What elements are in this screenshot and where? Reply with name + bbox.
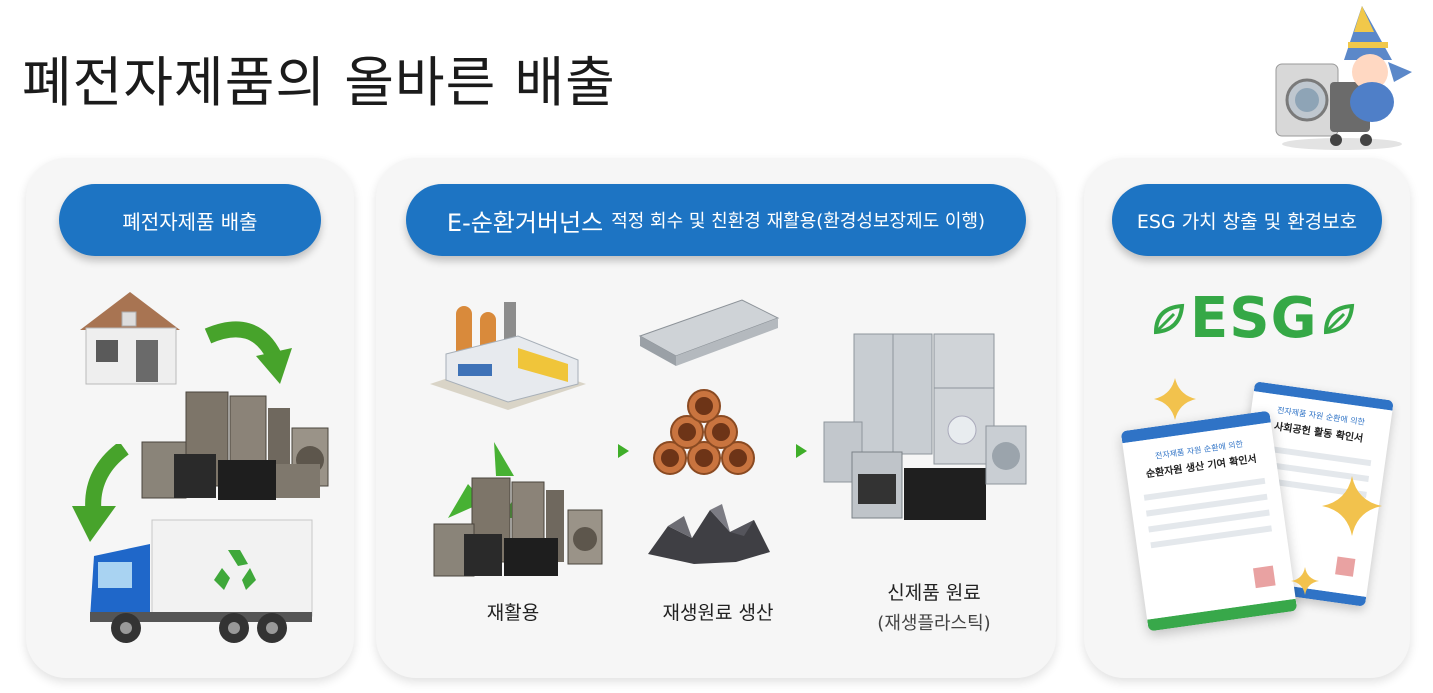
page-title: 폐전자제품의 올바른 배출 <box>22 38 616 117</box>
scrap-icon <box>644 496 774 566</box>
leaf-icon <box>1152 302 1186 336</box>
esg-card: ESG 가치 창출 및 환경보호 ESG 전자제품 자원 순환에 의한 사회공헌… <box>1084 158 1410 678</box>
step-raw-material-label: 재생원료 생산 <box>638 598 798 625</box>
esg-logo: ESG <box>1152 286 1356 351</box>
house-icon <box>74 288 186 388</box>
discharge-heading: 폐전자제품 배출 <box>59 184 321 256</box>
discharge-card: 폐전자제품 배출 <box>26 158 354 678</box>
factory-icon <box>428 298 588 410</box>
sparkle-icon <box>1290 566 1320 596</box>
step-product-title: 신제품 원료 <box>887 582 980 604</box>
mascot-icon <box>1262 2 1422 152</box>
esg-heading: ESG 가치 창출 및 환경보호 <box>1112 184 1382 256</box>
appliances-icon <box>134 390 334 502</box>
governance-heading-main: E-순환거버넌스 <box>447 203 603 238</box>
esg-logo-text: ESG <box>1190 286 1318 351</box>
governance-heading-sub: 적정 회수 및 친환경 재활용(환경성보장제도 이행) <box>611 207 985 233</box>
new-appliances-icon <box>822 330 1028 526</box>
metal-sheet-icon <box>638 296 780 374</box>
sparkle-icon <box>1320 474 1384 538</box>
leaf-icon <box>1322 302 1356 336</box>
step-product-label: 신제품 원료 (재생플라스틱) <box>834 578 1034 635</box>
governance-card: E-순환거버넌스 적정 회수 및 친환경 재활용(환경성보장제도 이행) 재활용 <box>376 158 1056 678</box>
certificate-front: 전자제품 자원 순환에 의한 순환자원 생산 기여 확인서 <box>1121 411 1298 632</box>
step-recycle-label: 재활용 <box>458 598 568 625</box>
truck-icon <box>84 516 316 646</box>
step-product-subtitle: (재생플라스틱) <box>834 609 1034 635</box>
step-arrow-2 <box>796 444 807 458</box>
sparkle-icon <box>1152 376 1198 422</box>
arrow-right-down-icon <box>204 316 294 386</box>
copper-pipes-icon <box>642 388 776 478</box>
step-arrow-1 <box>618 444 629 458</box>
governance-heading: E-순환거버넌스 적정 회수 및 친환경 재활용(환경성보장제도 이행) <box>406 184 1026 256</box>
scrap-appliances-icon <box>428 476 608 580</box>
